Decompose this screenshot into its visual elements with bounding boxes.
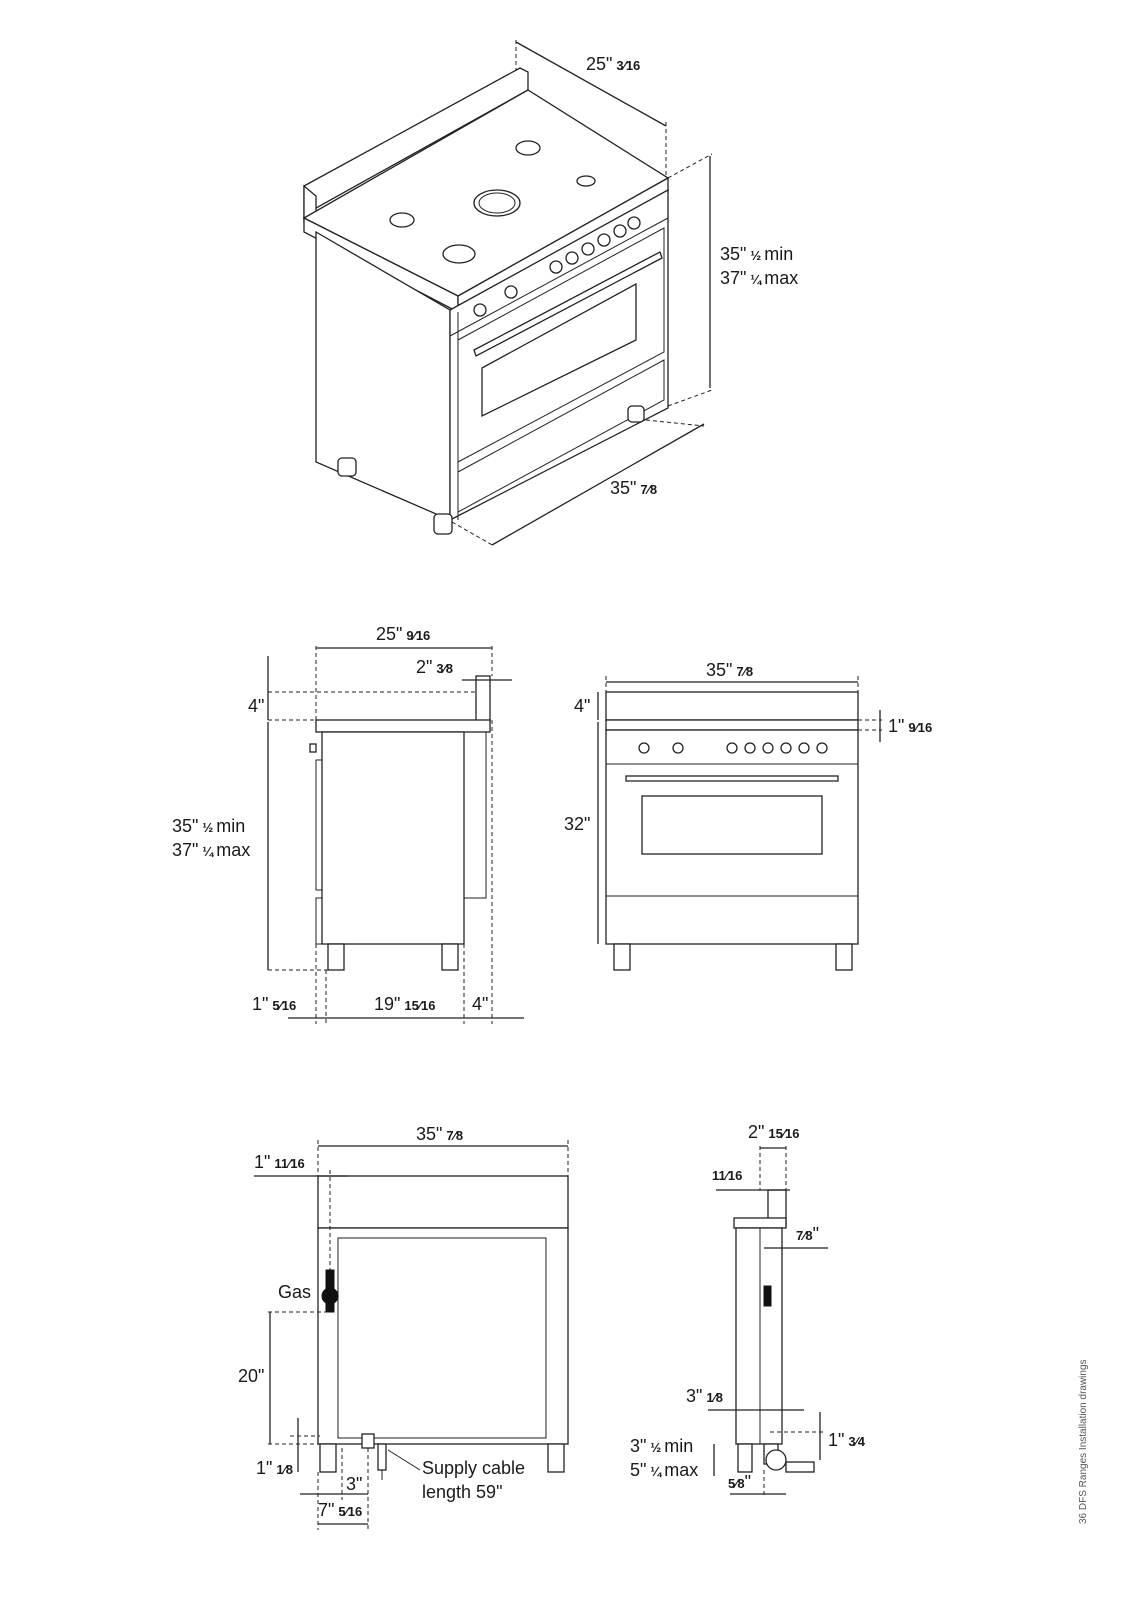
side-foot (327, 943, 345, 971)
iso-extension-line (667, 389, 713, 407)
side-cooktop (315, 719, 491, 733)
iso-burner (389, 212, 415, 228)
supply-cable-plug (361, 1433, 387, 1480)
rear-cable-offset-label: 3" (346, 1474, 362, 1494)
rear-gas-side-offset-label: 7"5⁄16 (318, 1500, 362, 1520)
gas-label: Gas (278, 1282, 311, 1302)
front-view: 35"7⁄8 4" 32" 1"9⁄16 (564, 660, 932, 971)
rear-foot-height-label: 1"1⁄8 (256, 1458, 293, 1478)
iso-extension-line (645, 419, 705, 427)
supply-cable-length-label: length 59" (422, 1482, 502, 1502)
front-backguard (605, 691, 859, 721)
side-body (321, 731, 465, 945)
rear-backguard (317, 1175, 569, 1229)
supply-cable-label: Supply cable (422, 1458, 525, 1478)
profile-body (735, 1227, 783, 1445)
front-foot (835, 943, 853, 971)
profile-depth-label: 2"15⁄16 (748, 1122, 800, 1142)
front-backguard-height-label: 4" (574, 696, 590, 716)
profile-inlet-height-label: 1"3⁄4 (828, 1430, 866, 1450)
side-rear-panel (463, 731, 487, 899)
rear-gas-offset-label: 1"11⁄16 (254, 1152, 305, 1172)
gas-inlet-valve (321, 1287, 339, 1305)
side-drawer-profile (315, 897, 323, 945)
front-cooktop (605, 719, 859, 731)
side-knob (309, 743, 317, 753)
iso-oven-handle (473, 251, 663, 357)
profile-inlet-pipe (785, 1461, 815, 1473)
front-body-height-label: 32" (564, 814, 590, 834)
rear-foot (319, 1443, 337, 1473)
front-cooktop-thickness-label: 1"9⁄16 (888, 716, 932, 736)
side-backguard (475, 675, 491, 723)
iso-drawer (457, 359, 665, 513)
iso-control-panel-line (449, 217, 669, 337)
iso-burner (473, 189, 521, 217)
iso-oven-window (481, 282, 637, 418)
profile-cooktop (733, 1217, 787, 1229)
front-foot (613, 943, 631, 971)
front-width-label: 35"7⁄8 (706, 660, 753, 680)
profile-foot (737, 1443, 753, 1473)
page-caption: 36 DFS Ranges Installation drawings (1078, 1359, 1089, 1524)
iso-burner (576, 175, 596, 187)
iso-burner-inner (478, 192, 516, 214)
iso-feet (337, 405, 645, 535)
side-rear-offset-label: 4" (472, 994, 488, 1014)
rear-foot (547, 1443, 565, 1473)
front-oven-window (641, 795, 823, 855)
side-backguard-height-label: 4" (248, 696, 264, 716)
supply-cable-leader (387, 1449, 421, 1471)
side-body-depth-label: 19"15⁄16 (374, 994, 436, 1014)
rear-view: Gas Supply cable length 59" 35"7⁄8 1"11⁄… (238, 1124, 569, 1530)
rear-width-label: 35"7⁄8 (416, 1124, 463, 1144)
iso-extension-line (667, 153, 713, 179)
side-depth-label: 25"9⁄16 (376, 624, 430, 644)
side-door-profile (315, 759, 323, 891)
iso-knobs (473, 216, 641, 317)
side-front-offset-label: 1"5⁄16 (252, 994, 296, 1014)
rear-body (317, 1227, 569, 1445)
iso-burner (515, 140, 541, 156)
side-backguard-depth-label: 2"3⁄8 (416, 657, 453, 677)
profile-panel-offset-label: 7⁄8" (796, 1224, 819, 1244)
profile-inlet-depth-label: 5⁄8" (728, 1472, 751, 1492)
iso-depth-dim-line (515, 41, 667, 127)
profile-inlet-offset-label: 3"1⁄8 (686, 1386, 723, 1406)
rear-gas-height-label: 20" (238, 1366, 264, 1386)
iso-width-dim-line (491, 423, 705, 546)
profile-top-offset-label: 11⁄16 (712, 1168, 742, 1183)
front-knobs (638, 742, 828, 754)
profile-gas-inlet (763, 1285, 772, 1307)
rear-panel (337, 1237, 547, 1439)
iso-depth-label: 25"3⁄16 (586, 54, 640, 74)
iso-width-label: 35"7⁄8 (610, 478, 657, 498)
iso-burner (442, 244, 476, 264)
side-foot (441, 943, 459, 971)
iso-oven-door (457, 227, 665, 463)
front-oven-handle (625, 775, 839, 782)
iso-extension-line (451, 521, 495, 547)
profile-inlet-fitting (765, 1449, 787, 1471)
